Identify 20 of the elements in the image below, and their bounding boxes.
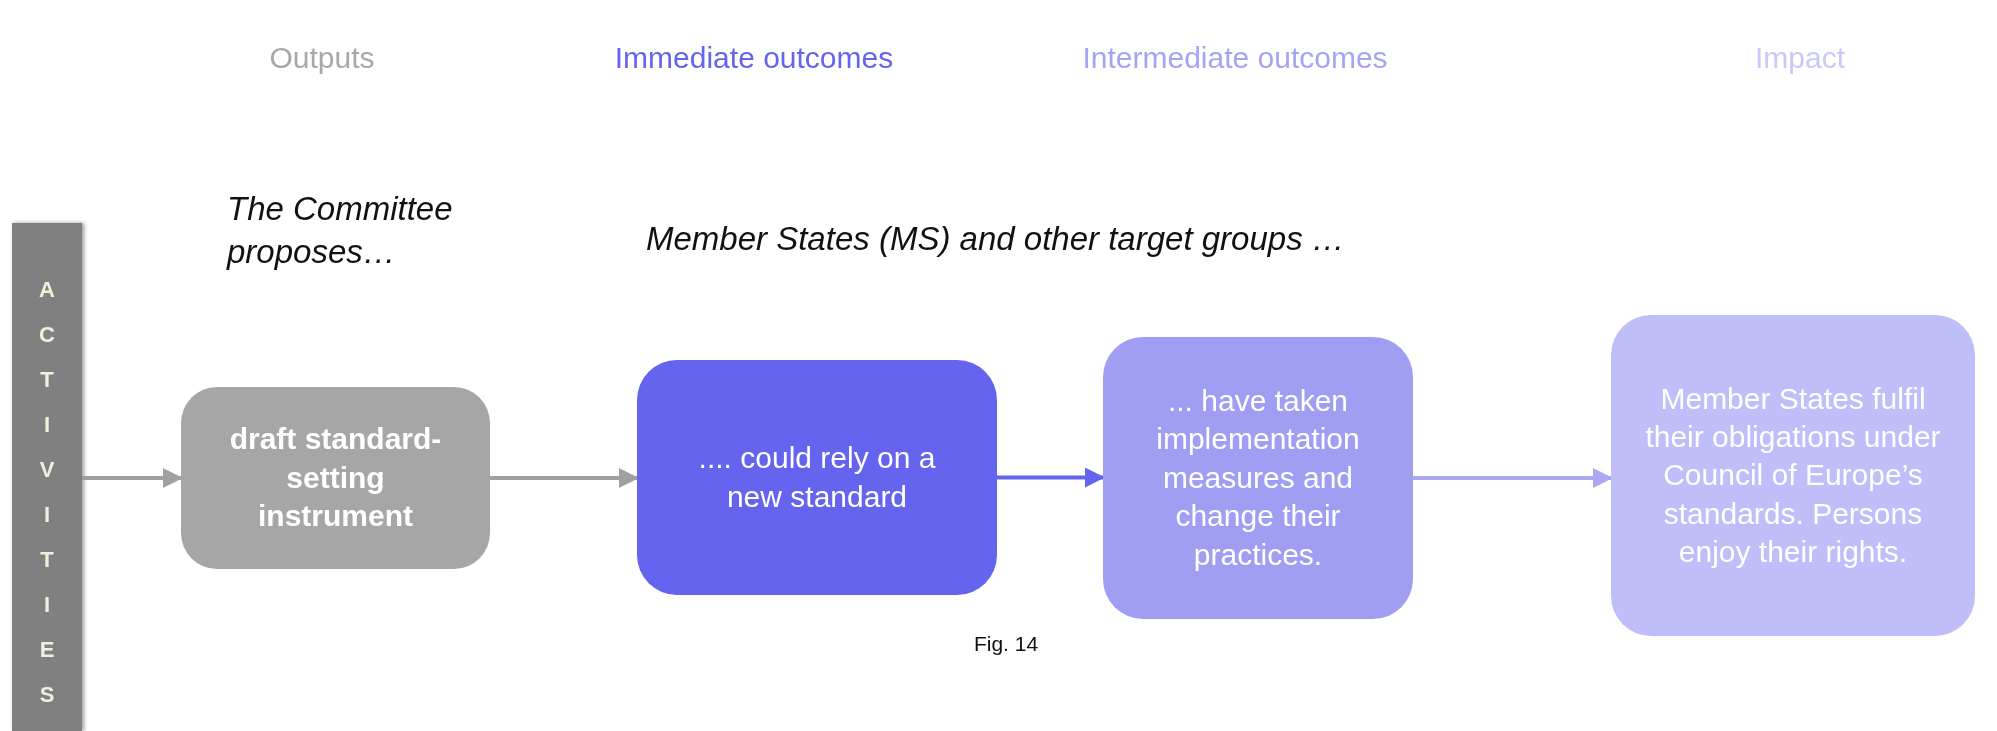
italic-note: Member States (MS) and other target groups … [646,219,1345,259]
activities-bar [12,223,82,731]
column-heading: Outputs [269,40,375,76]
arrow [490,468,639,488]
vertical-label: ACTIVITIES [38,275,56,710]
italic-note: The Committee proposes… [227,189,454,272]
output-box [181,387,490,569]
box-text: Member States fulfil their obligations under Council of Europe’s standards. Persons enjoy their rights. [1645,380,1941,571]
column-heading: Intermediate outcomes [1082,40,1388,76]
box-text: .... could rely on a new standard [697,440,937,515]
box-text: draft standard-setting instrument [228,421,443,535]
box-text: ... have taken implementation measures and change their practices. [1155,383,1361,573]
outcome-box [637,360,997,595]
column-heading: Immediate outcomes [614,40,894,76]
arrow [1413,468,1613,488]
arrow [82,468,183,488]
figure-caption: Fig. 14 [973,631,1039,657]
impact-box [1611,315,1975,636]
outcome-box [1103,337,1413,619]
arrow [997,467,1105,488]
